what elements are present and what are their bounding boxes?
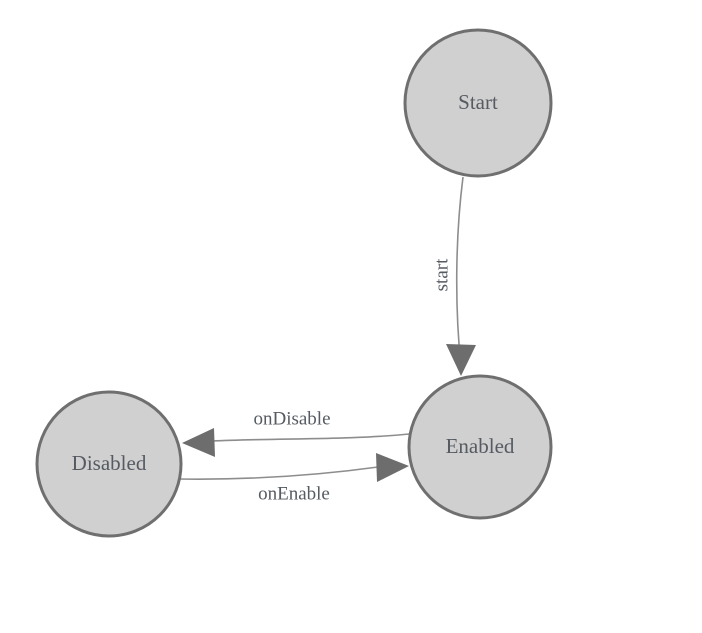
node-disabled-circle xyxy=(35,390,183,538)
edge-onenable-label: onEnable xyxy=(258,483,330,504)
node-disabled[interactable]: Disabled xyxy=(35,390,183,538)
edge-ondisable-label: onDisable xyxy=(253,408,330,429)
edge-ondisable-arrowhead-icon xyxy=(182,428,215,457)
node-enabled[interactable]: Enabled xyxy=(407,374,553,520)
edge-start-label: start xyxy=(431,258,452,291)
edge-onenable[interactable]: onEnable xyxy=(178,453,409,504)
edge-ondisable[interactable]: onDisable xyxy=(182,408,410,457)
node-start-label: Start xyxy=(458,90,498,114)
node-start[interactable]: Start xyxy=(403,28,553,178)
edge-ondisable-path xyxy=(211,433,410,442)
edge-start-path xyxy=(455,176,464,367)
node-start-circle xyxy=(403,28,553,178)
edge-start-arrowhead-icon xyxy=(446,344,476,376)
edge-start[interactable]: start xyxy=(431,176,476,376)
node-enabled-circle xyxy=(407,374,553,520)
node-enabled-label: Enabled xyxy=(446,434,515,458)
node-disabled-label: Disabled xyxy=(72,451,147,475)
edge-onenable-path xyxy=(178,466,379,480)
edge-onenable-arrowhead-icon xyxy=(376,453,409,482)
